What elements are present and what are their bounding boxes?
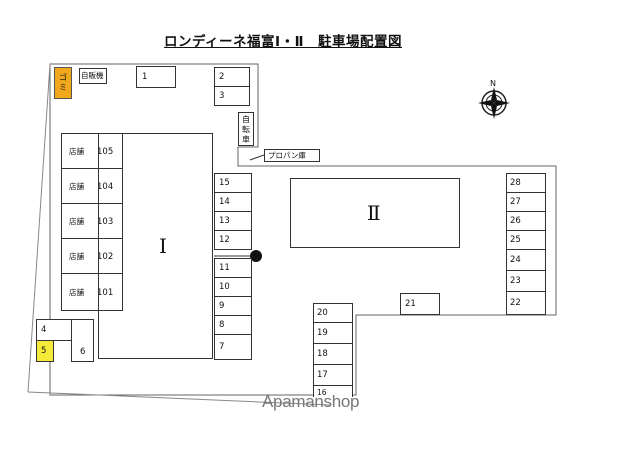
parking-slot-20: 20: [313, 303, 353, 323]
shop-label: 店舗: [69, 182, 84, 191]
parking-slot-24: 24: [506, 249, 546, 271]
slot-number: 24: [510, 255, 521, 265]
slot-number: 23: [510, 276, 521, 286]
parking-slot-14: 14: [214, 192, 252, 212]
slot-number: 14: [219, 197, 230, 207]
shop-number: 103: [97, 217, 114, 227]
garbage-label: ゴミ: [59, 73, 67, 92]
slot-number: 28: [510, 178, 521, 188]
parking-slot-2: 2: [214, 67, 250, 87]
slot-number: 4: [41, 325, 47, 335]
propane-pointer: [249, 154, 265, 161]
parking-slot-16: 16: [313, 385, 353, 397]
propane-storage: プロパン庫: [264, 149, 320, 162]
parking-slot-15: 15: [214, 173, 252, 193]
shop-number: 102: [97, 252, 114, 262]
slot-number: 17: [317, 370, 328, 380]
parking-slot-26: 26: [506, 211, 546, 231]
parking-slot-19: 19: [313, 322, 353, 344]
slot-number: 6: [80, 347, 86, 357]
slot-number: 18: [317, 349, 328, 359]
building-1-label: Ⅰ: [159, 234, 167, 258]
compass-north-label: N: [490, 79, 496, 88]
propane-label: プロパン庫: [268, 151, 306, 160]
parking-slot-5: 5: [36, 340, 54, 362]
slot-number: 25: [510, 235, 521, 245]
bicycle-label: 自転車: [242, 115, 250, 144]
slot-number: 22: [510, 298, 521, 308]
parking-slot-11: 11: [214, 258, 252, 278]
slot-number: 21: [405, 299, 416, 309]
shop-label: 店舗: [69, 217, 84, 226]
shop-104: 店舗 104: [61, 168, 123, 204]
slot-number: 20: [317, 308, 328, 318]
parking-slot-25: 25: [506, 230, 546, 250]
slot-number: 27: [510, 197, 521, 207]
parking-slot-23: 23: [506, 270, 546, 292]
slot-number: 16: [317, 388, 327, 397]
parking-slot-3: 3: [214, 86, 250, 106]
parking-slot-21: 21: [400, 293, 440, 315]
parking-slot-13: 13: [214, 211, 252, 231]
garbage-area: ゴミ: [54, 67, 72, 99]
parking-slot-4: 4: [36, 319, 72, 341]
building-2-label: Ⅱ: [367, 201, 381, 225]
slot-number: 15: [219, 178, 230, 188]
parking-slot-27: 27: [506, 192, 546, 212]
marker-dot: [250, 250, 262, 262]
watermark: Apamanshop: [262, 392, 360, 411]
slot-number: 2: [219, 72, 225, 82]
slot-number: 26: [510, 216, 521, 226]
parking-slot-8: 8: [214, 315, 252, 335]
parking-slot-22: 22: [506, 291, 546, 315]
parking-slot-17: 17: [313, 364, 353, 386]
page-title: ロンディーネ福富Ⅰ・Ⅱ 駐車場配置図: [164, 34, 402, 50]
parking-slot-6: 6: [71, 319, 94, 362]
shop-label: 店舗: [69, 147, 84, 156]
parking-slot-12: 12: [214, 230, 252, 250]
slot-number: 9: [219, 301, 225, 311]
bicycle-parking: 自転車: [238, 112, 254, 146]
slot-number: 19: [317, 328, 328, 338]
parking-slot-28: 28: [506, 173, 546, 193]
shop-label: 店舗: [69, 252, 84, 261]
building-1: Ⅰ: [98, 133, 213, 359]
parking-slot-10: 10: [214, 277, 252, 297]
slot-number: 3: [219, 91, 225, 101]
slot-number: 11: [219, 263, 230, 273]
vending-machine: 自販機: [79, 68, 107, 84]
slot-number: 10: [219, 282, 230, 292]
shop-105: 店舗 105: [61, 133, 123, 169]
road-edge: [27, 391, 331, 406]
shop-103: 店舗 103: [61, 203, 123, 239]
property-boundary: [49, 63, 557, 396]
parking-slot-18: 18: [313, 343, 353, 365]
shop-101: 店舗 101: [61, 273, 123, 311]
left-road-edge: [27, 63, 51, 393]
compass-icon: [478, 87, 510, 119]
shop-number: 104: [97, 182, 114, 192]
slot-number: 13: [219, 216, 230, 226]
shop-number: 101: [97, 288, 114, 298]
slot-number: 7: [219, 342, 225, 352]
slot-number: 1: [142, 72, 148, 82]
shop-label: 店舗: [69, 288, 84, 297]
slot-number: 5: [41, 346, 47, 356]
parking-slot-7: 7: [214, 334, 252, 360]
shop-102: 店舗 102: [61, 238, 123, 274]
parking-slot-9: 9: [214, 296, 252, 316]
shop-number: 105: [97, 147, 114, 157]
building-2: Ⅱ: [290, 178, 460, 248]
slot-number: 8: [219, 320, 225, 330]
parking-slot-1: 1: [136, 66, 176, 88]
vending-label: 自販機: [81, 71, 104, 80]
slot-number: 12: [219, 235, 230, 245]
